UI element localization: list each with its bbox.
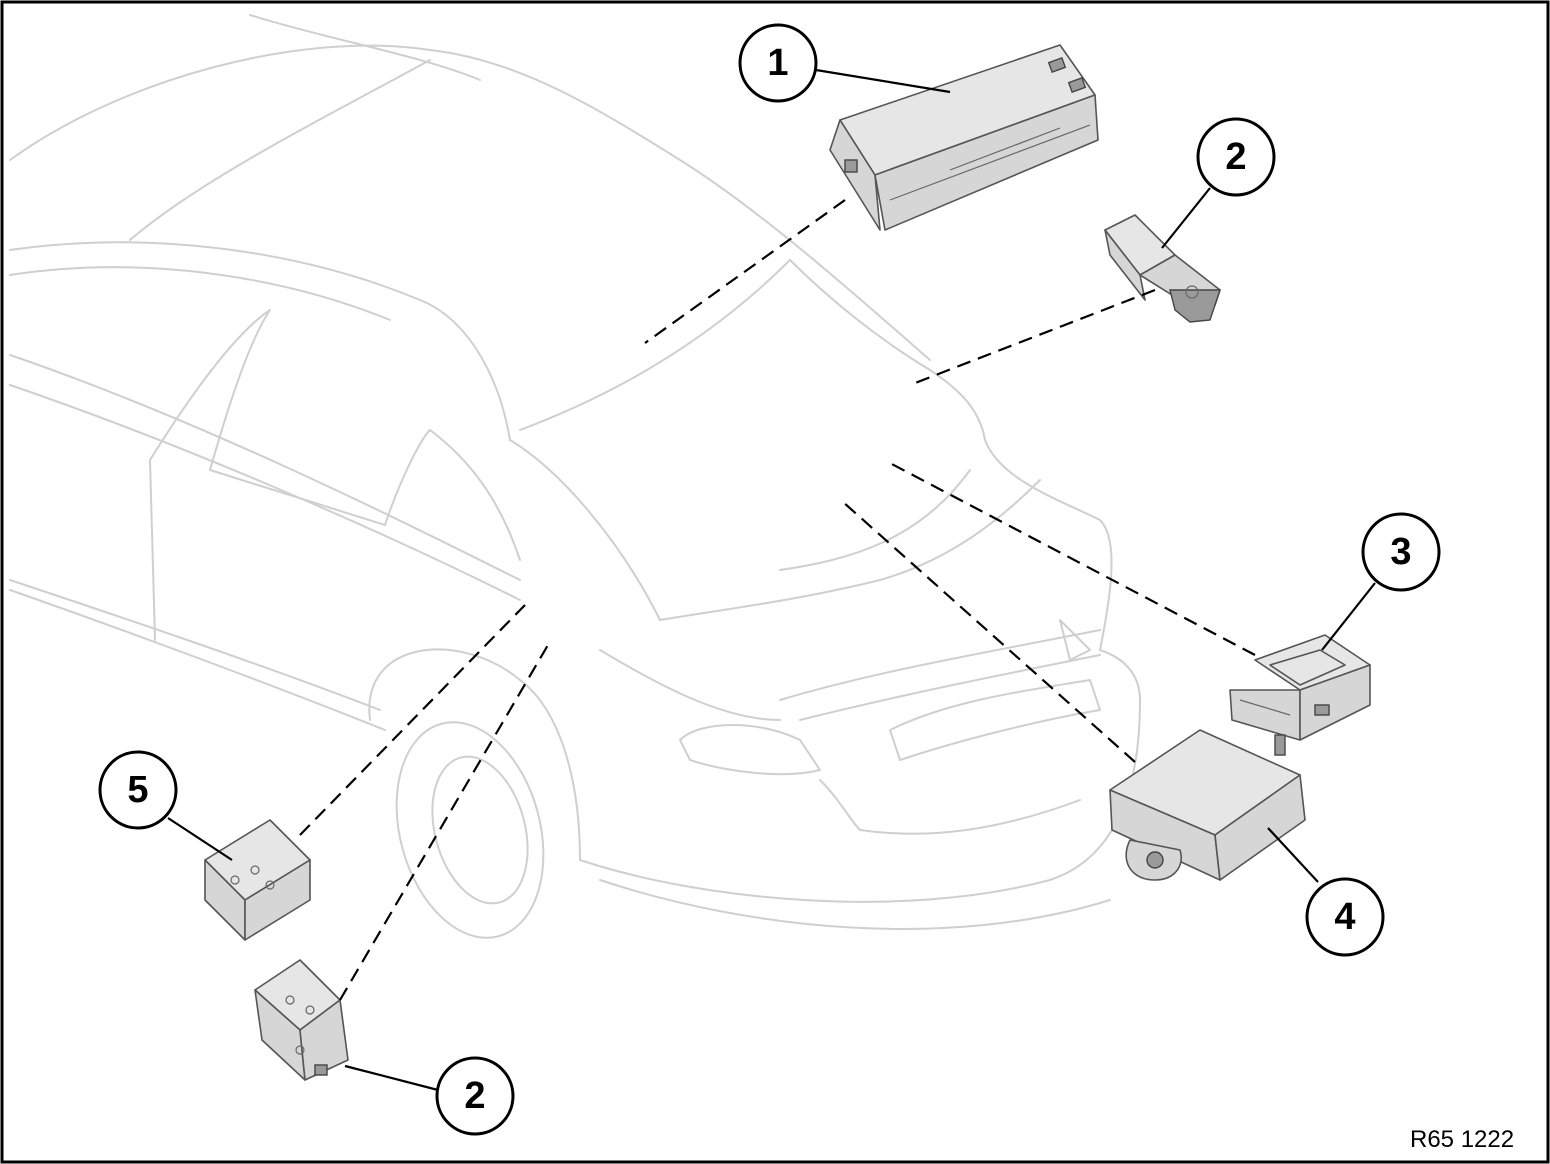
component-1-control-unit (829, 44, 1099, 231)
callout-1-label: 1 (767, 42, 788, 84)
component-3-sensor-module (1229, 634, 1371, 756)
callout-2-bottom-label: 2 (464, 1075, 485, 1117)
callout-2-bottom: 2 (435, 1056, 515, 1136)
callout-4-label: 4 (1334, 896, 1355, 938)
callout-4: 4 (1305, 877, 1385, 957)
component-2-bottom-module (254, 959, 349, 1081)
car-outline (9, 14, 1141, 939)
callout-2-top-label: 2 (1225, 136, 1246, 178)
reference-code: R65 1222 (1410, 1126, 1514, 1153)
callout-5-label: 5 (127, 769, 148, 811)
location-leaders (299, 199, 1256, 1001)
callout-5: 5 (98, 750, 178, 830)
component-2-top-sensor (1104, 214, 1221, 323)
callout-2-top: 2 (1196, 117, 1276, 197)
component-4-control-box (1109, 729, 1306, 881)
callout-3: 3 (1361, 512, 1441, 592)
callout-leaders (167, 68, 1376, 1092)
component-5-module (204, 819, 311, 941)
callout-3-label: 3 (1390, 531, 1411, 573)
callout-1: 1 (738, 23, 818, 103)
